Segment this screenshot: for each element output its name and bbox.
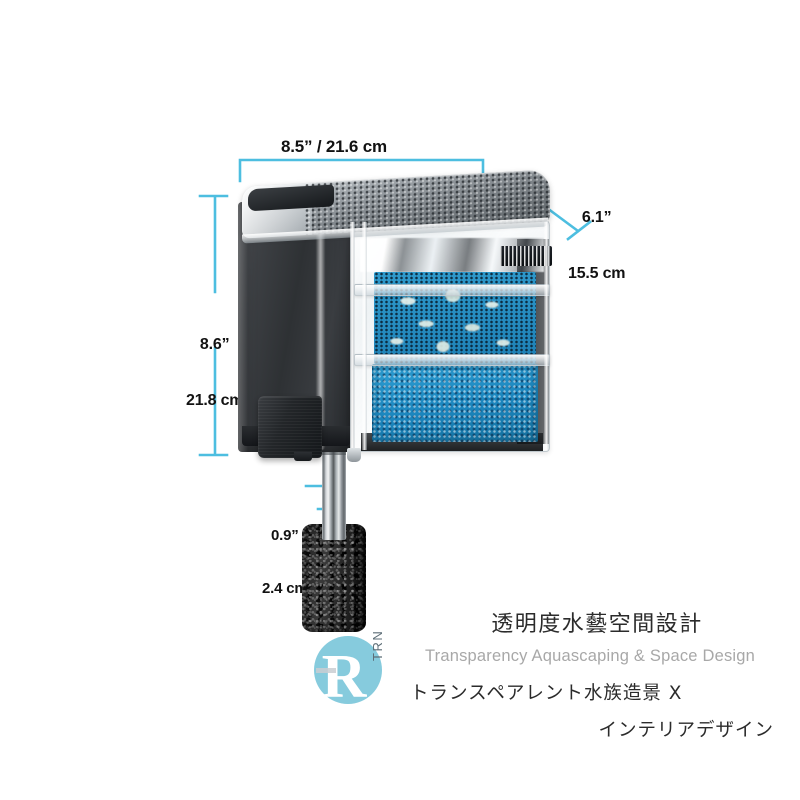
dimension-label-height-metric: 21.8 cm — [186, 392, 244, 410]
overflow-comb-vent — [500, 246, 552, 266]
logo-circle — [314, 636, 382, 704]
brand-line-ja-2: インテリアデザイン — [598, 720, 774, 741]
blue-sponge-block — [372, 364, 538, 442]
dimension-label-height: 8.6” 21.8 cm — [186, 298, 244, 449]
logo-letter-r: R — [322, 643, 368, 709]
chamber-bottom-latch — [347, 448, 361, 462]
tube-band — [322, 452, 346, 455]
media-tray-shelf-lower — [354, 354, 550, 366]
logo-subtext-trn: TRN — [370, 631, 385, 661]
chamber-rib — [350, 222, 355, 450]
dimension-label-depth: 6.1” 15.5 cm — [568, 171, 626, 322]
dimension-label-depth-inches: 6.1” — [581, 208, 612, 226]
brand-headline-zh: 透明度水藝空間設計 — [491, 612, 703, 637]
dimension-label-tube-inches: 0.9” — [270, 527, 299, 545]
brand-tagline-en: Transparency Aquascaping & Space Design — [424, 647, 756, 665]
dimension-label-tube-metric: 2.4 cm — [262, 580, 308, 598]
filter-body — [232, 169, 562, 476]
brand-line-ja-1: トランスペアレント水族造景 X — [410, 683, 683, 704]
brand-text-block: 透明度水藝空間設計 Transparency Aquascaping & Spa… — [404, 606, 776, 742]
brand-logo: R TRN — [314, 631, 385, 709]
chamber-rib — [544, 222, 549, 450]
dimension-label-width: 8.5” / 21.6 cm — [281, 137, 387, 156]
dimension-label-depth-metric: 15.5 cm — [568, 265, 626, 283]
black-prefilter-sponge — [302, 524, 366, 632]
media-tray-shelf-upper — [354, 284, 550, 296]
housing-edge-highlight — [316, 206, 325, 450]
pump-mount-tab — [294, 452, 312, 461]
dimension-label-height-inches: 8.6” — [199, 335, 230, 353]
chamber-rib — [362, 222, 367, 450]
pump-motor-box — [258, 396, 322, 458]
dimension-label-tube: 0.9” 2.4 cm — [262, 492, 308, 634]
logo-accent-bar — [316, 668, 336, 673]
